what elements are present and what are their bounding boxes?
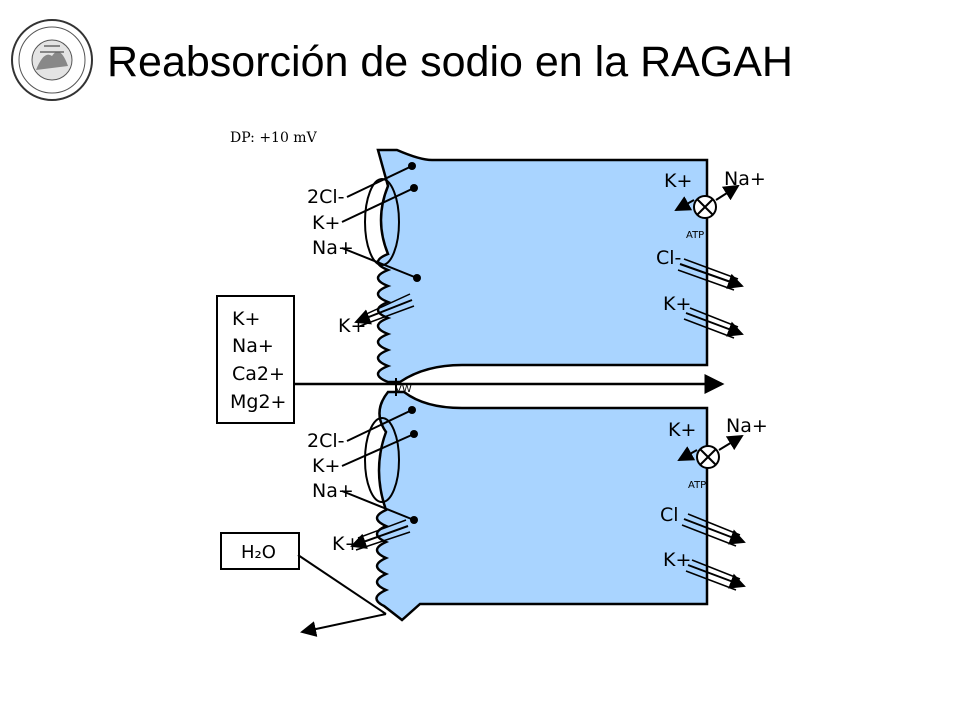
water-arrow	[297, 554, 387, 615]
upper-cl-arrow	[346, 165, 413, 198]
university-seal-logo	[11, 19, 93, 101]
lower-apical-k-channel	[350, 525, 409, 549]
upper-na-arrow	[341, 247, 418, 279]
lower-pump-na-label: Na+	[726, 415, 768, 437]
upper-atp-label: ATP	[686, 230, 704, 241]
lumen-ion-mg: Mg2+	[230, 391, 286, 413]
tight-junction-mark: VW	[395, 384, 412, 395]
slide-title: Reabsorción de sodio en la RAGAH	[107, 38, 793, 86]
lumen-ion-na: Na+	[232, 335, 274, 357]
upper-cotrans-cl: 2Cl-	[307, 186, 345, 208]
water-box	[220, 532, 300, 570]
lumen-ion-box	[216, 295, 295, 424]
upper-cl-label: Cl-	[656, 247, 681, 269]
lower-pump-k-label: K+	[668, 419, 696, 441]
lower-k-arrow	[341, 433, 415, 467]
upper-k-label: K+	[663, 293, 691, 315]
upper-cotrans-na: Na+	[312, 237, 354, 259]
potential-label: DP: +10 mV	[230, 130, 318, 146]
lower-atp-label: ATP	[688, 480, 706, 491]
lower-k-label: K+	[663, 549, 691, 571]
upper-cell	[376, 148, 709, 384]
lower-na-arrow	[341, 490, 415, 521]
water-label: H₂O	[241, 542, 276, 563]
water-exit-arrow	[300, 613, 387, 637]
upper-pump-na-label: Na+	[724, 168, 766, 190]
upper-pump-k-label: K+	[664, 170, 692, 192]
upper-k-arrow	[341, 187, 415, 223]
lower-cell	[375, 390, 709, 622]
lower-cotrans-na: Na+	[312, 480, 354, 502]
lower-cotransporter	[364, 417, 400, 503]
lower-cl-arrow	[346, 409, 413, 442]
lower-cl-label: Cl	[660, 504, 679, 526]
upper-k-channel	[685, 312, 744, 337]
lower-cotrans-k: K+	[312, 455, 340, 477]
upper-cotrans-k: K+	[312, 212, 340, 234]
lumen-ion-ca: Ca2+	[232, 363, 285, 385]
lumen-ion-k: K+	[232, 308, 260, 330]
lower-cl-channel	[683, 518, 746, 545]
upper-apical-k-channel	[354, 299, 413, 325]
lower-cotrans-cl: 2Cl-	[307, 430, 345, 452]
lower-k-channel	[687, 564, 746, 589]
upper-cl-channel	[679, 263, 744, 289]
